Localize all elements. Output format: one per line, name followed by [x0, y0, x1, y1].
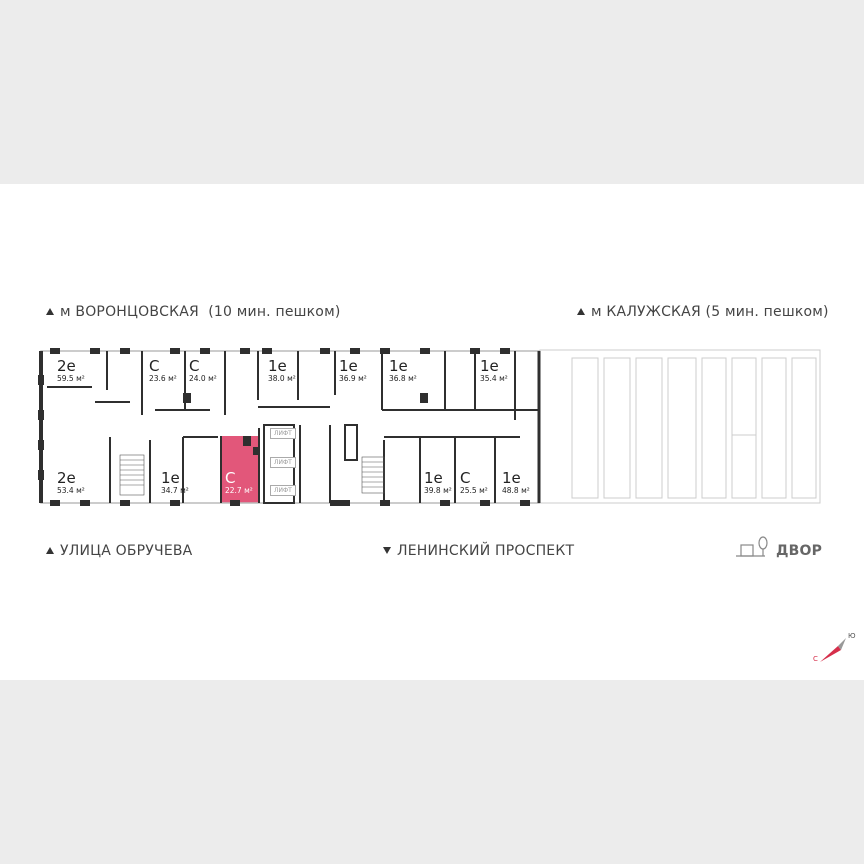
apartment-area: 38.0 м² [268, 374, 296, 383]
compass-icon [820, 638, 846, 662]
yard-label: ДВОР [776, 543, 823, 559]
lift-1: ЛИФТ [270, 428, 296, 439]
apartment-area: 59.5 м² [57, 374, 85, 383]
apartment-type: С [225, 469, 236, 487]
selected-apartment-highlight [221, 436, 259, 503]
lift-2: ЛИФТ [270, 457, 296, 468]
apartment-type: 1е [268, 357, 287, 375]
apartment-type: 2е [57, 357, 76, 375]
stairs [119, 454, 385, 496]
adjacent-section [539, 349, 821, 504]
leninsky-prospekt-label: ЛЕНИНСКИЙ ПРОСПЕКТ [383, 543, 574, 559]
apartment-area: 34.7 м² [161, 486, 189, 495]
street-left-text: УЛИЦА ОБРУЧЕВА [60, 543, 193, 559]
street-obrucheva-label: УЛИЦА ОБРУЧЕВА [46, 543, 192, 559]
compass-south-label: Ю [848, 632, 856, 640]
apartment-type: С [149, 357, 160, 375]
apartment-type: С [189, 357, 200, 375]
apartment-area: 36.9 м² [339, 374, 367, 383]
wall-columns [38, 348, 530, 506]
apartment-area: 35.4 м² [480, 374, 508, 383]
floor-plan-panel [0, 184, 864, 680]
apartment-type: 1е [502, 469, 521, 487]
lift-3: ЛИФТ [270, 485, 296, 496]
apartment-type: 1е [389, 357, 408, 375]
apartment-type: 1е [161, 469, 180, 487]
direction-arrow-icon [46, 308, 54, 315]
apartment-area: 23.6 м² [149, 374, 177, 383]
apartment-area: 48.8 м² [502, 486, 530, 495]
direction-arrow-icon [577, 308, 585, 315]
metro-right-text: м КАЛУЖСКАЯ (5 мин. пешком) [591, 304, 829, 320]
apartment-area: 53.4 м² [57, 486, 85, 495]
apartment-type: 1е [424, 469, 443, 487]
apartment-area: 25.5 м² [460, 486, 488, 495]
apartment-type: С [460, 469, 471, 487]
apartment-area: 36.8 м² [389, 374, 417, 383]
apartment-area: 24.0 м² [189, 374, 217, 383]
apartment-area: 39.8 м² [424, 486, 452, 495]
metro-voroncovskaya-label: м ВОРОНЦОВСКАЯ (10 мин. пешком) [46, 304, 341, 320]
apartment-type: 2е [57, 469, 76, 487]
apartment-area: 22.7 м² [225, 486, 253, 495]
metro-left-text: м ВОРОНЦОВСКАЯ (10 мин. пешком) [60, 304, 341, 320]
metro-kaluzhskaya-label: м КАЛУЖСКАЯ (5 мин. пешком) [577, 304, 829, 320]
street-center-text: ЛЕНИНСКИЙ ПРОСПЕКТ [397, 543, 575, 559]
apartment-type: 1е [480, 357, 499, 375]
compass-north-label: С [813, 655, 819, 663]
yard-icon [736, 536, 768, 557]
apartment-type: 1е [339, 357, 358, 375]
direction-arrow-icon [46, 547, 54, 554]
direction-arrow-icon [383, 547, 391, 554]
